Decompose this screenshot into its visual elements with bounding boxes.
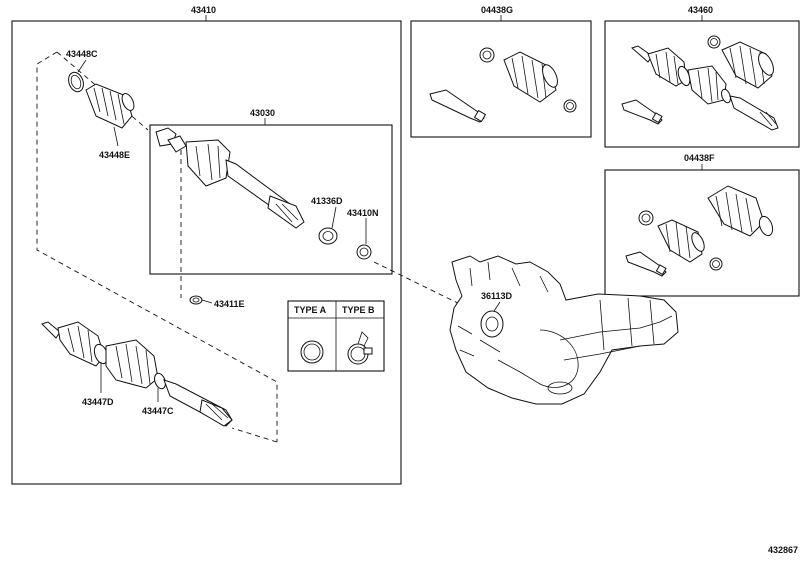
kit-g-boot-icon [503, 51, 558, 103]
inner-joint-box [149, 124, 393, 275]
snap-ring-n-label: 43410N [347, 208, 379, 218]
diagram-id: 432867 [768, 545, 798, 555]
outer-joint-d-leader: 43447D [82, 362, 114, 407]
outer-assembly-label: 43460 [688, 5, 713, 15]
kit-g-grease-tube-icon [429, 89, 487, 123]
outer-joint-shaft-icon [41, 321, 233, 427]
kit-f-grease-tube-icon [625, 251, 667, 277]
type-legend: TYPE A TYPE B [287, 300, 385, 372]
kit-f-large-boot-icon [707, 185, 774, 237]
outer-assembly-grease-tube-icon [621, 99, 663, 125]
kit-04438g-label: 04438G [481, 5, 513, 15]
main-assembly-group: 43410 [11, 5, 402, 485]
boot-clamp-c-icon: 43448C [66, 49, 98, 93]
type-b-label: TYPE B [342, 305, 375, 315]
inner-joint-label: 43030 [250, 108, 275, 118]
snap-ring-n-icon: 43410N [347, 208, 379, 260]
kit-04438g-box [410, 20, 592, 138]
differential-carrier-icon [449, 255, 679, 405]
inner-joint-shaft-icon [155, 127, 305, 229]
kit-f-small-boot-icon [657, 219, 705, 263]
type-b-clamp-icon [347, 331, 373, 365]
outer-assembly-shaft-icon [631, 45, 779, 131]
outer-joint-d-label: 43447D [82, 397, 114, 407]
boot-e-label: 43448E [99, 150, 130, 160]
kit-04438g-group: 04438G [410, 5, 592, 138]
kit-04438f-label: 04438F [684, 153, 715, 163]
kit-g-large-clamp-icon [563, 99, 577, 113]
main-assembly-label: 43410 [191, 5, 216, 15]
kit-g-small-clamp-icon [479, 47, 495, 63]
snap-ring-d-label: 41336D [311, 196, 343, 206]
outer-assembly-group: 43460 [604, 5, 800, 148]
type-a-clamp-icon [300, 340, 324, 364]
boot-clamp-c-label: 43448C [66, 49, 98, 59]
kit-f-small-clamp-icon [638, 210, 654, 226]
kit-f-large-clamp-icon [709, 257, 723, 271]
inner-joint-group: 43030 [149, 108, 393, 275]
outer-assembly-clamp-icon [707, 35, 721, 49]
oil-seal-d-icon: 36113D [480, 291, 513, 338]
type-a-label: TYPE A [294, 305, 327, 315]
clip-e-icon: 43411E [189, 295, 245, 309]
snap-ring-d-icon: 41336D [311, 196, 343, 245]
clip-e-label: 43411E [214, 299, 245, 309]
kit-04438f-group: 04438F [604, 153, 800, 297]
oil-seal-d-label: 36113D [481, 291, 513, 301]
main-assembly-box [11, 20, 402, 485]
dashed-guides [36, 51, 473, 443]
outer-assembly-boot-icon [721, 41, 774, 89]
boot-e-icon: 43448E [85, 83, 135, 160]
clamp-c-leader: 43447C [142, 388, 174, 416]
clamp-c-label: 43447C [142, 406, 174, 416]
